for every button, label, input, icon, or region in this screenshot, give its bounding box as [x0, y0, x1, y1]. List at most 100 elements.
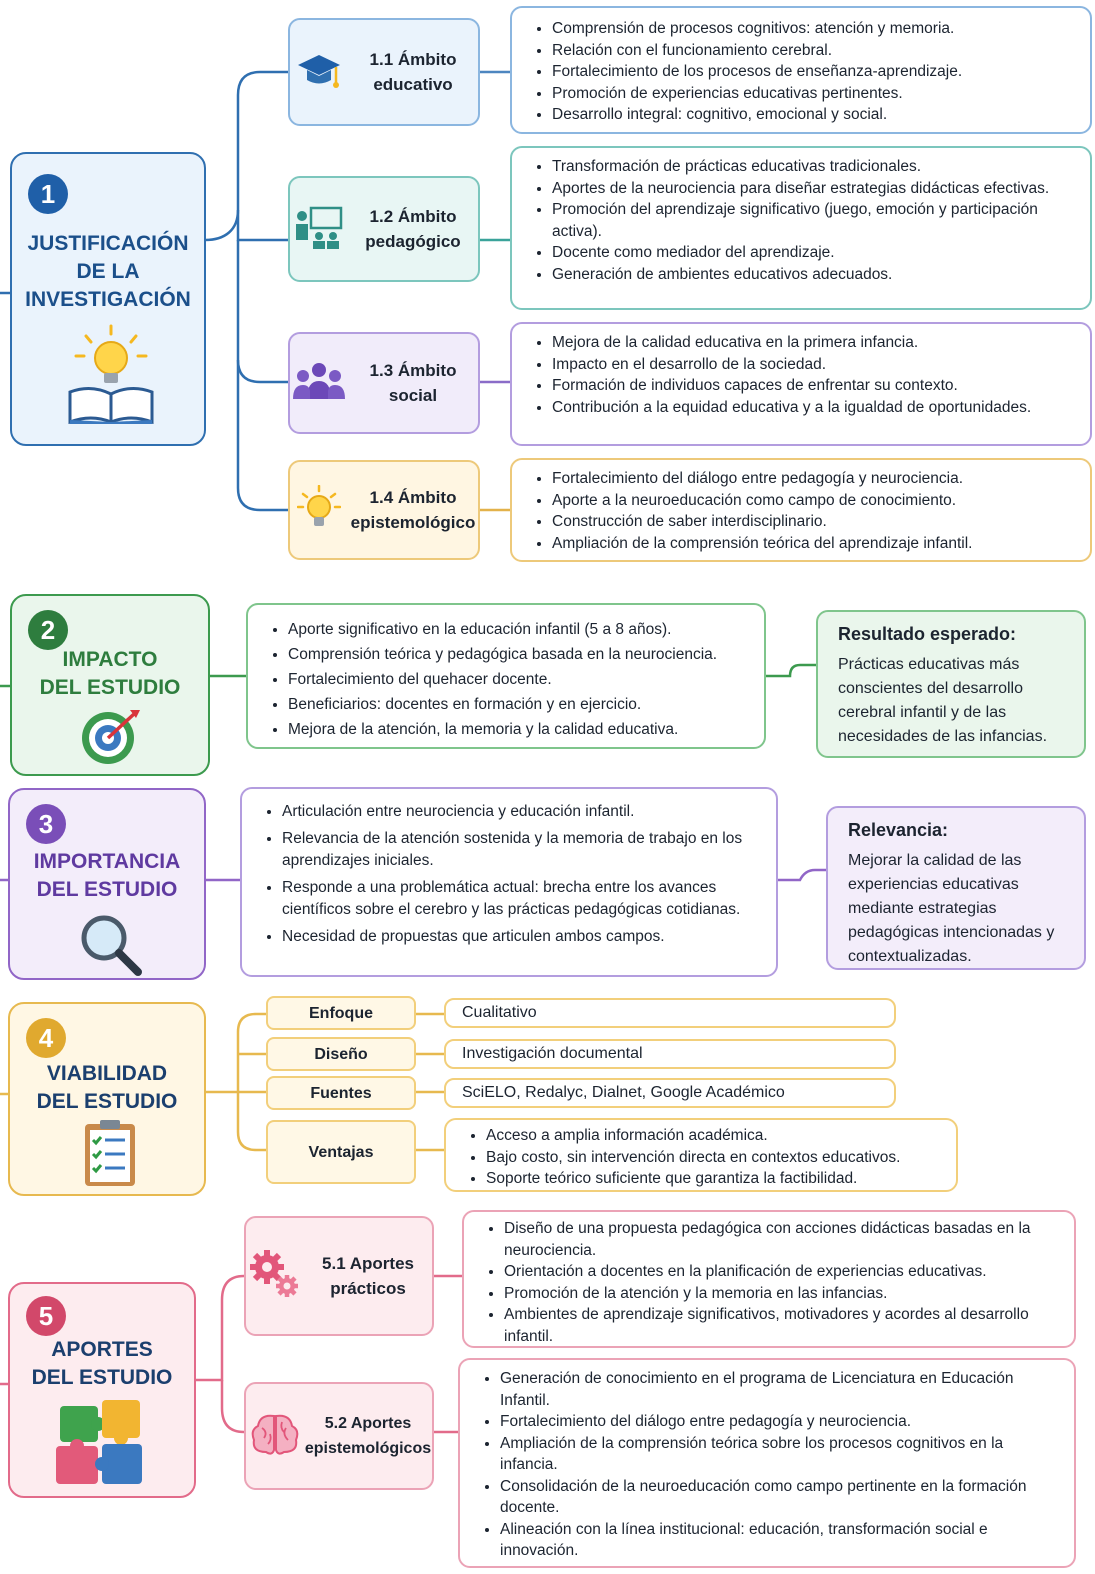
list-item: Articulación entre neurociencia y educac…	[282, 801, 762, 823]
list-ventajas: Acceso a amplia información académica. B…	[444, 1118, 958, 1192]
side-title: Relevancia:	[848, 820, 949, 840]
lightbulb-book-icon	[68, 324, 154, 424]
list-item: Mejora de la calidad educativa en la pri…	[552, 332, 1076, 354]
relevancia-box: Relevancia: Mejorar la calidad de las ex…	[826, 806, 1086, 970]
gears-icon	[246, 1249, 304, 1304]
list-item: Formación de individuos capaces de enfre…	[552, 375, 1076, 397]
list-item: Promoción de la atención y la memoria en…	[504, 1283, 1060, 1305]
list-item: Promoción de experiencias educativas per…	[552, 83, 1076, 105]
list-item: Fortalecimiento de los procesos de enseñ…	[552, 61, 1076, 83]
side-title: Resultado esperado:	[838, 624, 1017, 644]
list-item: Orientación a docentes en la planificaci…	[504, 1261, 1060, 1283]
section-number-badge: 5	[26, 1296, 66, 1336]
list-item: Ambientes de aprendizaje significativos,…	[504, 1304, 1060, 1347]
list-item: Consolidación de la neuroeducación como …	[500, 1476, 1060, 1519]
list-item: Fortalecimiento del diálogo entre pedago…	[552, 468, 1076, 490]
list-item: Soporte teórico suficiente que garantiza…	[486, 1168, 942, 1190]
list-ambito-pedagogico: Transformación de prácticas educativas t…	[510, 146, 1092, 310]
list-item: Alineación con la línea institucional: e…	[500, 1519, 1060, 1562]
viabilidad-value-diseno: Investigación documental	[444, 1039, 896, 1069]
puzzle-pieces-icon	[56, 1400, 142, 1484]
teacher-board-icon	[290, 204, 348, 255]
viabilidad-label-enfoque: Enfoque	[266, 996, 416, 1030]
list-item: Comprensión teórica y pedagógica basada …	[288, 642, 750, 667]
list-item: Necesidad de propuestas que articulen am…	[282, 926, 762, 948]
side-body: Mejorar la calidad de las experiencias e…	[848, 852, 1055, 965]
section-number-badge: 2	[28, 610, 68, 650]
viabilidad-label-diseno: Diseño	[266, 1037, 416, 1071]
list-aportes-epistemologicos: Generación de conocimiento en el program…	[458, 1358, 1076, 1568]
list-item: Construcción de saber interdisciplinario…	[552, 511, 1076, 533]
list-item: Relevancia de la atención sostenida y la…	[282, 828, 762, 872]
viabilidad-value-fuentes: SciELO, Redalyc, Dialnet, Google Académi…	[444, 1078, 896, 1108]
resultado-esperado-box: Resultado esperado: Prácticas educativas…	[816, 610, 1086, 758]
list-item: Desarrollo integral: cognitivo, emociona…	[552, 104, 1076, 126]
list-item: Impacto en el desarrollo de la sociedad.	[552, 354, 1076, 376]
list-item: Ampliación de la comprensión teórica del…	[552, 533, 1076, 555]
viabilidad-value-enfoque: Cualitativo	[444, 998, 896, 1028]
list-item: Ampliación de la comprensión teórica sob…	[500, 1433, 1060, 1476]
lightbulb-icon	[290, 484, 348, 536]
list-item: Promoción del aprendizaje significativo …	[552, 199, 1076, 242]
list-item: Diseño de una propuesta pedagógica con a…	[504, 1218, 1060, 1261]
section-number-badge: 3	[26, 804, 66, 844]
section-number-badge: 4	[26, 1018, 66, 1058]
list-item: Transformación de prácticas educativas t…	[552, 156, 1076, 178]
list-item: Responde a una problemática actual: brec…	[282, 877, 762, 921]
list-item: Bajo costo, sin intervención directa en …	[486, 1147, 942, 1169]
list-item: Fortalecimiento del quehacer docente.	[288, 667, 750, 692]
list-item: Generación de conocimiento en el program…	[500, 1368, 1060, 1411]
list-item: Contribución a la equidad educativa y a …	[552, 397, 1076, 419]
list-item: Aporte significativo en la educación inf…	[288, 617, 750, 642]
list-ambito-epistemologico: Fortalecimiento del diálogo entre pedago…	[510, 458, 1092, 562]
list-item: Acceso a amplia información académica.	[486, 1125, 942, 1147]
list-item: Aportes de la neurociencia para diseñar …	[552, 178, 1076, 200]
list-ambito-educativo: Comprensión de procesos cognitivos: aten…	[510, 6, 1092, 134]
list-item: Comprensión de procesos cognitivos: aten…	[552, 18, 1076, 40]
viabilidad-label-ventajas: Ventajas	[266, 1120, 416, 1184]
magnifier-icon	[81, 915, 142, 976]
list-item: Docente como mediador del aprendizaje.	[552, 242, 1076, 264]
list-aportes-practicos: Diseño de una propuesta pedagógica con a…	[462, 1210, 1076, 1348]
list-importancia: Articulación entre neurociencia y educac…	[240, 787, 778, 977]
list-item: Generación de ambientes educativos adecu…	[552, 264, 1076, 286]
section-number-badge: 1	[28, 174, 68, 214]
brain-icon	[246, 1412, 304, 1461]
side-body: Prácticas educativas más conscientes del…	[838, 656, 1048, 745]
checklist-clipboard-icon	[85, 1120, 135, 1186]
list-item: Mejora de la atención, la memoria y la c…	[288, 717, 750, 742]
viabilidad-label-fuentes: Fuentes	[266, 1076, 416, 1110]
list-item: Relación con el funcionamiento cerebral.	[552, 40, 1076, 62]
list-impacto: Aporte significativo en la educación inf…	[246, 603, 766, 749]
list-item: Aporte a la neuroeducación como campo de…	[552, 490, 1076, 512]
list-item: Fortalecimiento del diálogo entre pedago…	[500, 1411, 1060, 1433]
target-icon	[82, 710, 140, 764]
list-ambito-social: Mejora de la calidad educativa en la pri…	[510, 322, 1092, 446]
graduation-cap-icon	[290, 49, 348, 96]
people-group-icon	[290, 361, 348, 406]
list-item: Beneficiarios: docentes en formación y e…	[288, 692, 750, 717]
